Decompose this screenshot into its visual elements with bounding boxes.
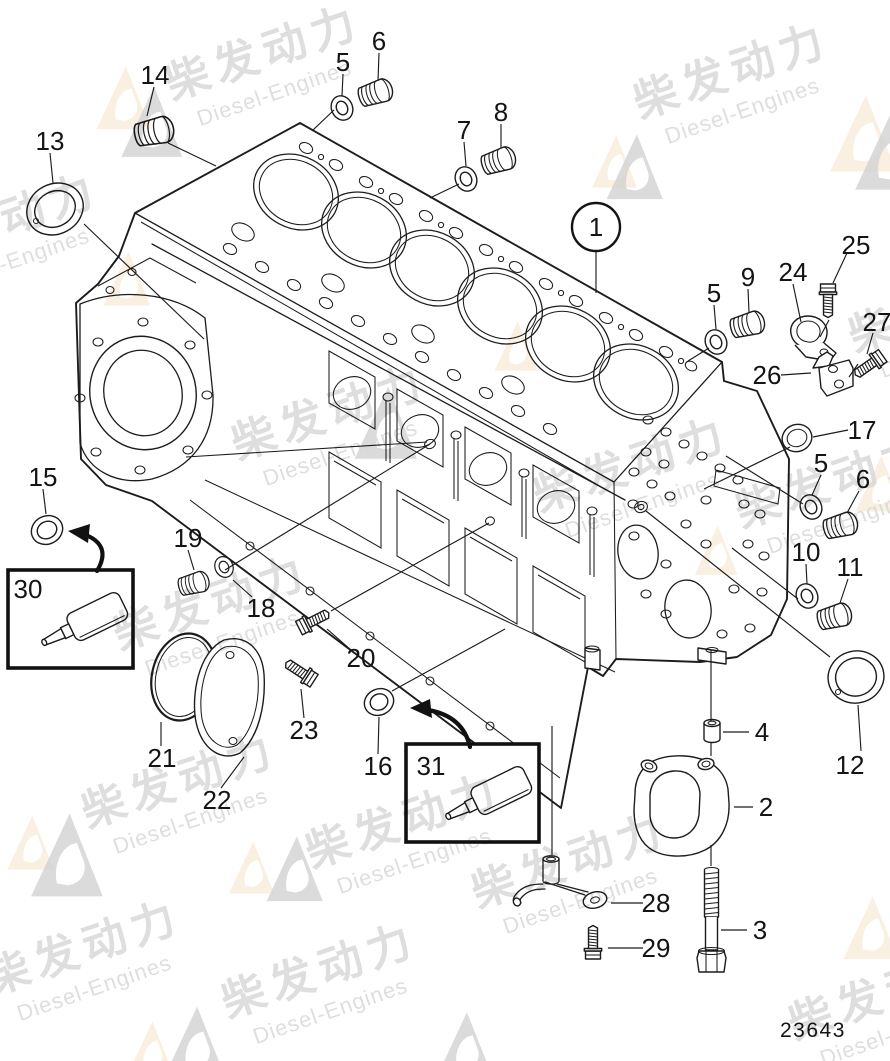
- callout-22: 22: [203, 785, 232, 815]
- part-ring-16: [363, 687, 395, 717]
- callout-11: 11: [837, 552, 864, 582]
- callout-4: 4: [755, 717, 769, 747]
- cup-plug-hole: [634, 500, 648, 514]
- engine-block-drawing: [74, 122, 790, 809]
- part-bushing-4: [703, 718, 721, 744]
- part-plug-9: [727, 308, 768, 341]
- callout-31: 31: [417, 751, 446, 781]
- brand-logo-icon: [7, 815, 55, 870]
- deck-bolt-holes: [222, 141, 698, 436]
- callout-23: 23: [290, 715, 319, 745]
- callout-18: 18: [247, 593, 276, 623]
- svg-text:柴发动力: 柴发动力: [842, 248, 890, 363]
- part-ring-13: [26, 182, 84, 236]
- callout-21: 21: [148, 743, 177, 773]
- leader-lines: [42, 52, 874, 949]
- part-plug-8: [478, 143, 520, 178]
- callout-28: 28: [642, 888, 671, 918]
- part-bolt-23: [280, 654, 320, 689]
- callout-5: 5: [336, 47, 350, 77]
- sealant-arrow-31: [425, 707, 473, 750]
- callout-25: 25: [842, 230, 871, 260]
- callout-7: 7: [457, 115, 471, 145]
- callout-5: 5: [814, 448, 828, 478]
- callout-20: 20: [347, 643, 376, 673]
- callout-14: 14: [141, 60, 170, 90]
- part-bracket-26: [812, 351, 854, 397]
- callout-10: 10: [792, 537, 821, 567]
- part-plug-11: [814, 600, 855, 633]
- part-ring-12: [827, 650, 885, 704]
- callout-24: 24: [779, 257, 808, 287]
- callout-2: 2: [759, 792, 773, 822]
- crankshaft-front-bore: [89, 335, 197, 451]
- part-cup-plug-17: [781, 423, 813, 453]
- part-washer-7: [450, 162, 482, 196]
- callout-13: 13: [36, 126, 65, 156]
- part-washer-10: [791, 579, 823, 613]
- brand-logo-icon: [830, 95, 890, 172]
- part-ring-15: [30, 514, 64, 546]
- callout-16: 16: [364, 751, 393, 781]
- callout-15: 15: [29, 462, 58, 492]
- part-plug-6a: [355, 75, 397, 110]
- callout-12: 12: [836, 750, 865, 780]
- part-main-bolt-3: [696, 866, 727, 973]
- part-bolt-29: [583, 924, 603, 960]
- part-oil-nozzle-28: [512, 855, 608, 910]
- part-bearing-cap-2: [633, 755, 730, 857]
- callout-9: 9: [741, 262, 755, 292]
- part-washer-5a: [326, 91, 358, 125]
- drawing-number: 23643: [780, 1019, 846, 1042]
- part-cover-22: [193, 638, 265, 757]
- callout-19: 19: [174, 523, 203, 553]
- callout-8: 8: [494, 97, 508, 127]
- callout-29: 29: [642, 933, 671, 963]
- sealant-arrow-30: [83, 532, 105, 574]
- brand-logo-icon: [843, 896, 890, 960]
- flywheel-face: [584, 415, 781, 671]
- callout-circle-1: [570, 201, 622, 253]
- part-bolt-25: [818, 283, 838, 319]
- callout-6: 6: [856, 464, 870, 494]
- brand-logo-icon: [436, 1012, 493, 1061]
- callout-30: 30: [14, 574, 43, 604]
- brand-logo-icon: [164, 1006, 226, 1061]
- callout-1: 1: [589, 212, 603, 242]
- brand-logo-icon: [228, 841, 275, 894]
- brand-logo-icon: [127, 1021, 174, 1061]
- callout-27: 27: [863, 307, 890, 337]
- callout-3: 3: [753, 915, 767, 945]
- callout-17: 17: [848, 415, 877, 445]
- callout-5: 5: [707, 278, 721, 308]
- callout-6: 6: [372, 26, 386, 56]
- callout-26: 26: [753, 360, 782, 390]
- cylinder-bores: [252, 153, 680, 421]
